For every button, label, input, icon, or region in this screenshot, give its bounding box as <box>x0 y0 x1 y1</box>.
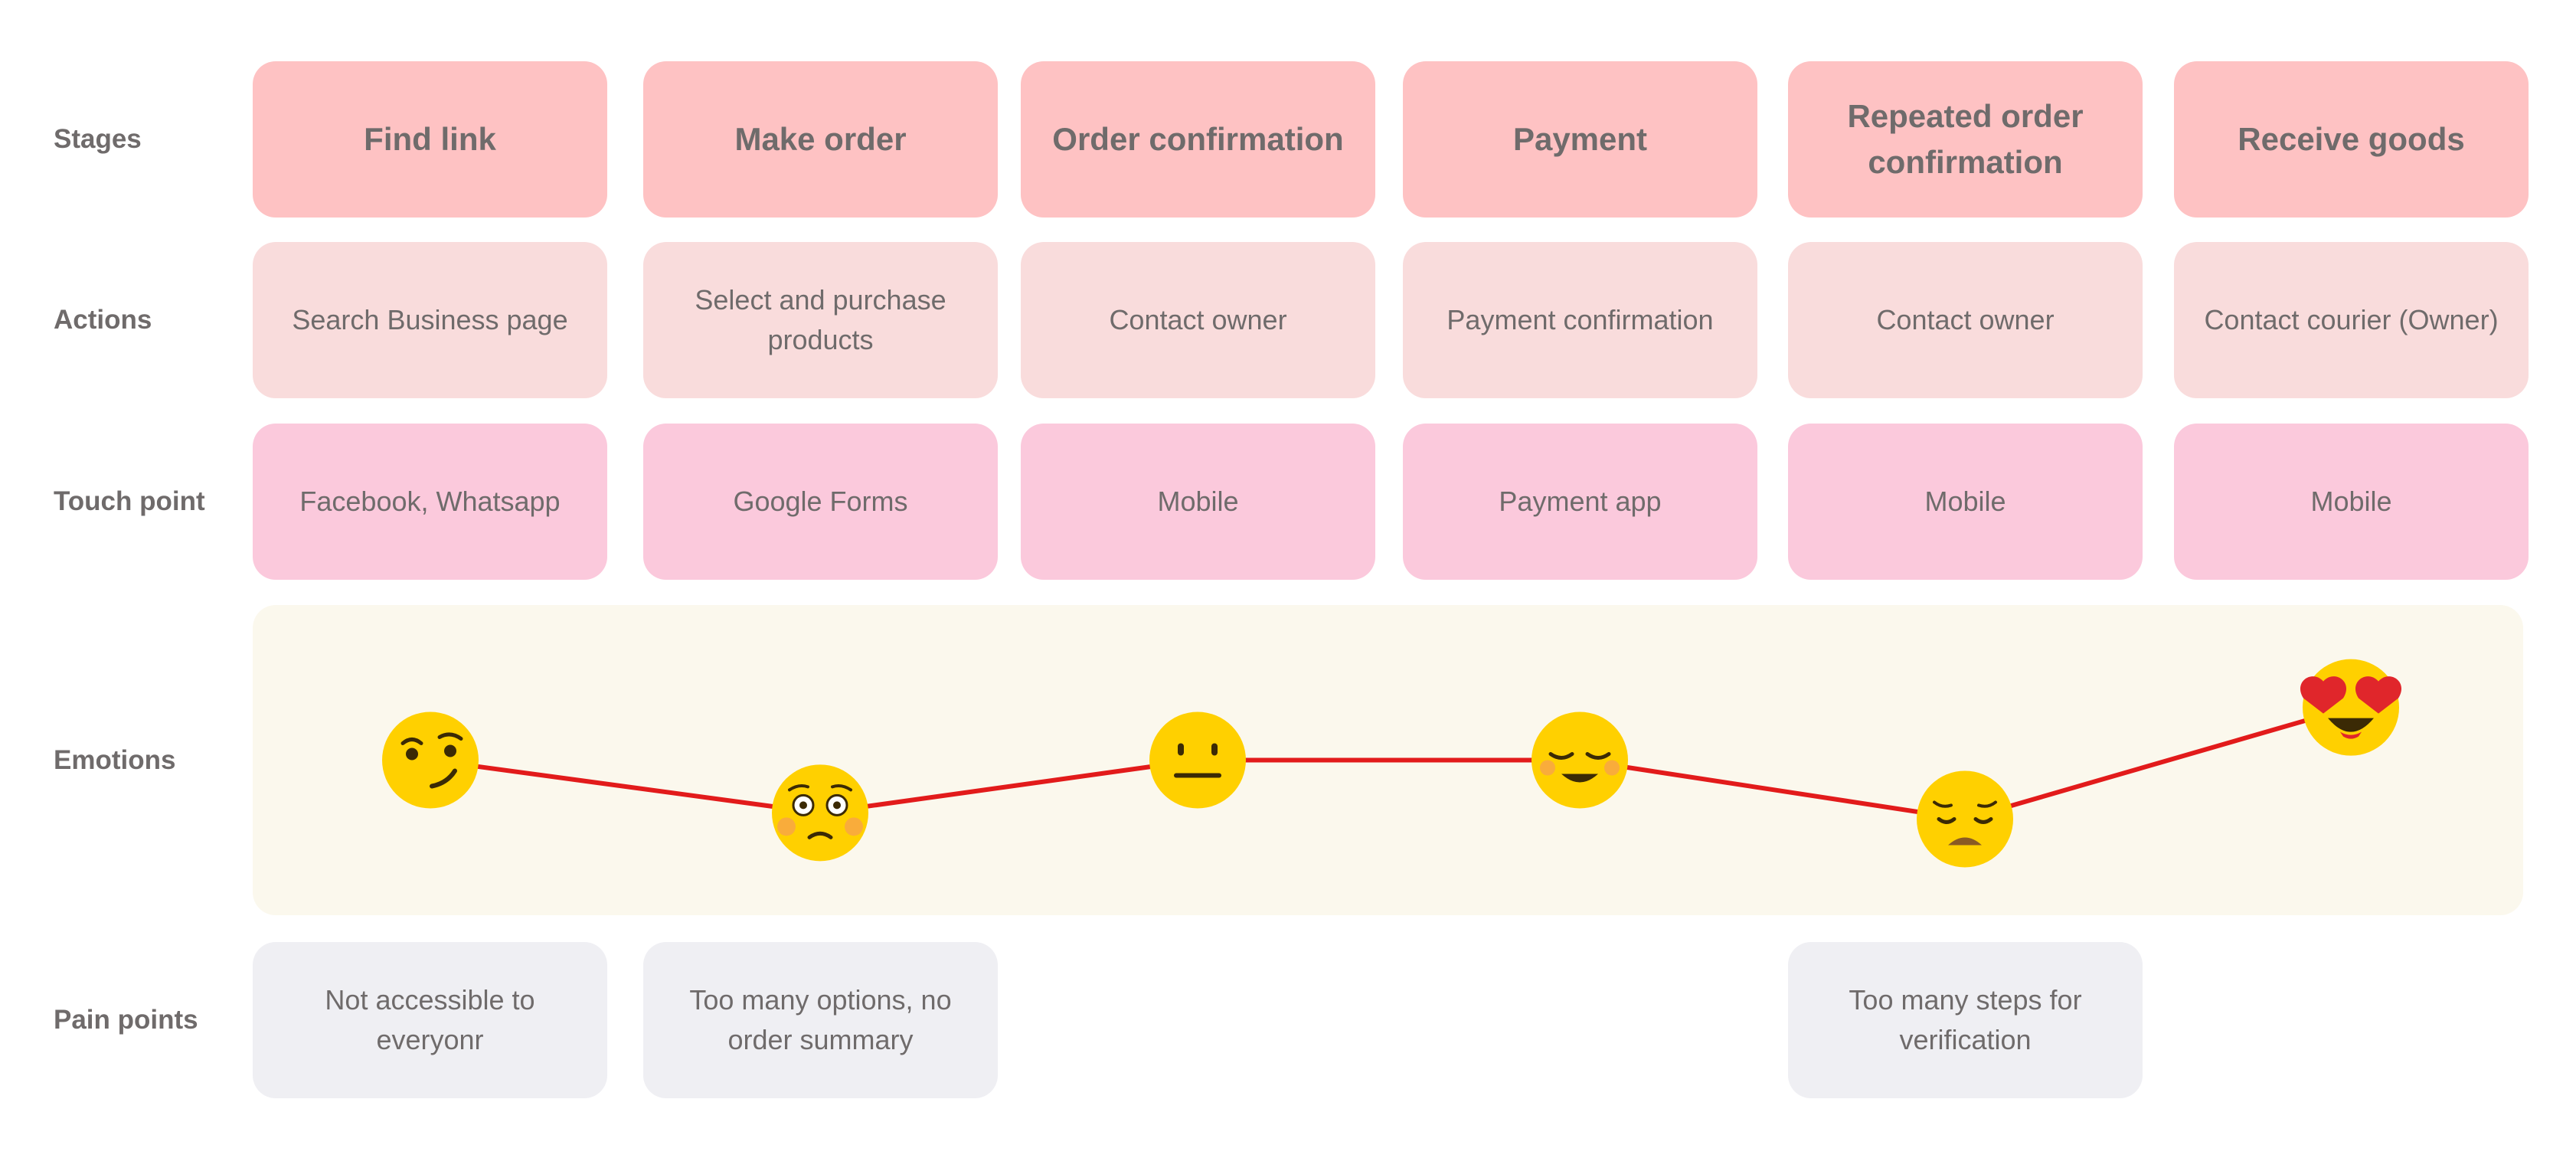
content-emoji <box>1532 711 1628 809</box>
heart-eyes-emoji <box>2300 659 2402 756</box>
stage-card-order-confirmation: Order confirmation <box>1021 61 1375 218</box>
row-label-emotions: Emotions <box>54 745 176 775</box>
row-label-stages: Stages <box>54 124 142 154</box>
touch-point-card: Mobile <box>1788 424 2143 580</box>
stage-card-receive-goods: Receive goods <box>2174 61 2529 218</box>
action-card: Contact courier (Owner) <box>2174 242 2529 398</box>
action-card: Payment confirmation <box>1403 242 1757 398</box>
smirk-emoji <box>382 711 479 809</box>
pain-point-card: Too many steps for verification <box>1788 942 2143 1098</box>
touch-point-card: Mobile <box>2174 424 2529 580</box>
action-card: Contact owner <box>1021 242 1375 398</box>
sad-emoji <box>1917 770 2013 868</box>
pain-point-card: Too many options, no order summary <box>643 942 998 1098</box>
stage-card-find-link: Find link <box>253 61 607 218</box>
row-label-touch-point: Touch point <box>54 486 205 516</box>
touch-point-card: Mobile <box>1021 424 1375 580</box>
stage-card-repeated-order-confirmation: Repeated order confirmation <box>1788 61 2143 218</box>
action-card: Contact owner <box>1788 242 2143 398</box>
action-card: Select and purchase products <box>643 242 998 398</box>
row-label-pain-points: Pain points <box>54 1005 198 1035</box>
stage-card-payment: Payment <box>1403 61 1757 218</box>
stage-card-make-order: Make order <box>643 61 998 218</box>
pain-point-card: Not accessible to everyonr <box>253 942 607 1098</box>
action-card: Search Business page <box>253 242 607 398</box>
touch-point-card: Facebook, Whatsapp <box>253 424 607 580</box>
neutral-emoji <box>1149 711 1246 809</box>
row-label-actions: Actions <box>54 305 152 335</box>
touch-point-card: Payment app <box>1403 424 1757 580</box>
emotion-line <box>430 705 2352 822</box>
touch-point-card: Google Forms <box>643 424 998 580</box>
worried-emoji <box>772 764 868 862</box>
